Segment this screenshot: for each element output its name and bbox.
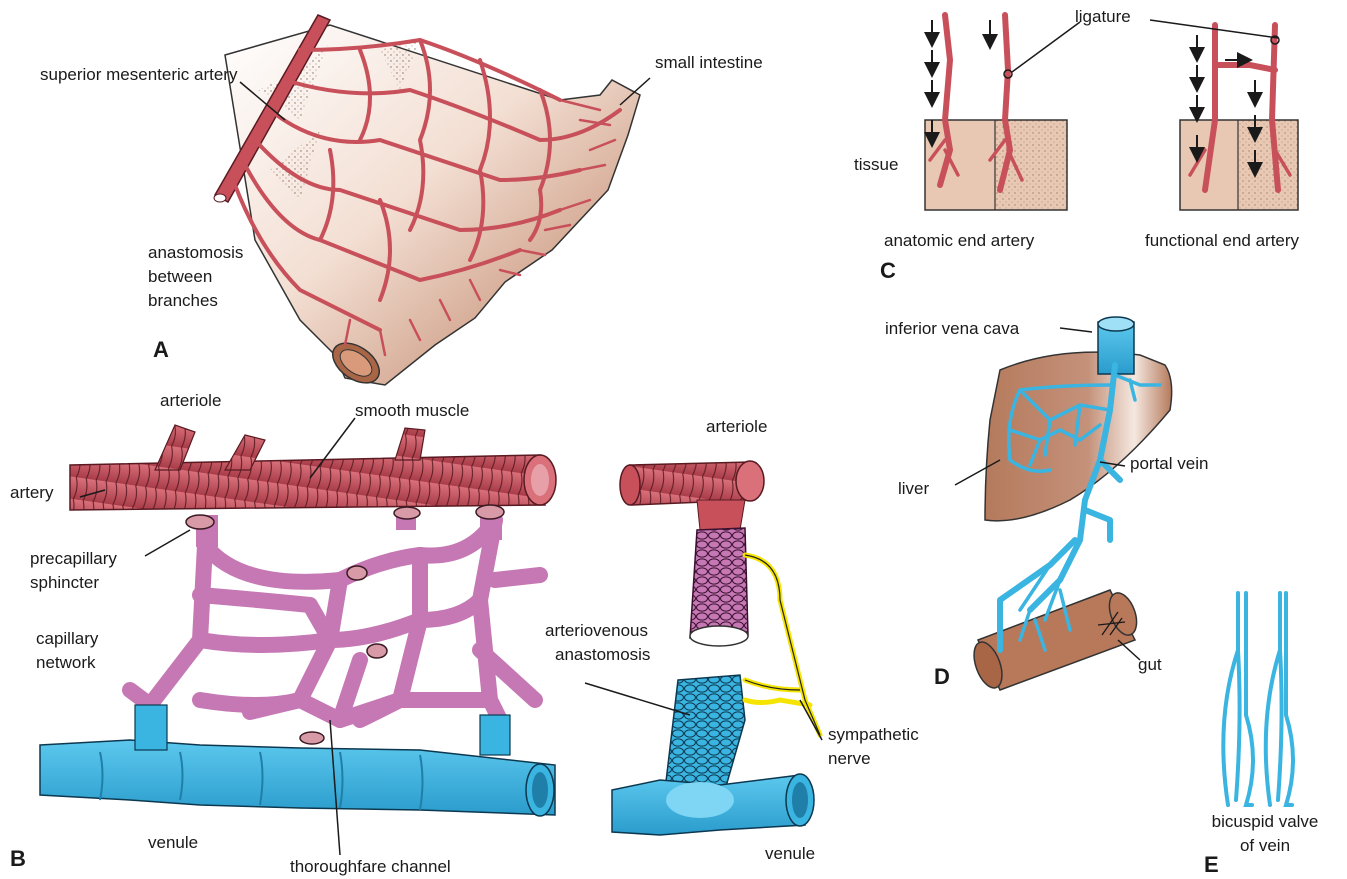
precapillary-label-line1: precapillary	[30, 548, 117, 569]
anastomosis-label-line1: anastomosis	[148, 242, 243, 263]
panel-d-letter: D	[934, 664, 950, 690]
gut-label: gut	[1138, 654, 1162, 675]
thoroughfare-channel-label: thoroughfare channel	[290, 856, 451, 877]
anastomosis-label-line2: between	[148, 266, 212, 287]
small-intestine-label: small intestine	[655, 52, 763, 73]
panel-c-letter: C	[880, 258, 896, 284]
venule-shape	[40, 740, 555, 815]
panel-a-letter: A	[153, 337, 169, 363]
tissue-label: tissue	[854, 154, 898, 175]
panel-b-left-drawing	[40, 425, 556, 816]
panel-d-drawing	[955, 317, 1172, 692]
bicuspid-valve-label-line1: bicuspid valve	[1195, 811, 1335, 832]
smooth-muscle-label: smooth muscle	[355, 400, 469, 421]
arteriovenous-label-line1: arteriovenous	[545, 620, 648, 641]
panel-c-drawing	[925, 15, 1298, 210]
panel-e-letter: E	[1204, 852, 1219, 878]
ligature-label: ligature	[1075, 6, 1131, 27]
panel-b-letter: B	[10, 846, 26, 872]
capillary-network-label-line1: capillary	[36, 628, 98, 649]
artery-shape	[70, 455, 545, 510]
arteriole-right-label: arteriole	[706, 416, 767, 437]
sympathetic-nerve-label-line2: nerve	[828, 748, 871, 769]
functional-end-artery-label: functional end artery	[1145, 230, 1299, 251]
inferior-vena-cava-label: inferior vena cava	[885, 318, 1019, 339]
arteriole-label: arteriole	[160, 390, 221, 411]
panel-e-drawing	[1223, 593, 1293, 805]
anatomic-end-artery-label: anatomic end artery	[884, 230, 1034, 251]
superior-mesenteric-artery-label: superior mesenteric artery	[40, 64, 237, 85]
portal-vein-label: portal vein	[1130, 453, 1208, 474]
artery-label: artery	[10, 482, 53, 503]
venule-label: venule	[148, 832, 198, 853]
av-anastomosis-lower	[665, 675, 745, 790]
sympathetic-nerve-label-line1: sympathetic	[828, 724, 919, 745]
precapillary-label-line2: sphincter	[30, 572, 99, 593]
panel-a-drawing	[214, 15, 640, 391]
capillary-network-label-line2: network	[36, 652, 96, 673]
liver-label: liver	[898, 478, 929, 499]
arteriovenous-label-line2: anastomosis	[555, 644, 650, 665]
venule-right-label: venule	[765, 843, 815, 864]
av-anastomosis-upper	[690, 528, 748, 638]
liver-shape	[985, 352, 1172, 521]
anastomosis-label-line3: branches	[148, 290, 218, 311]
